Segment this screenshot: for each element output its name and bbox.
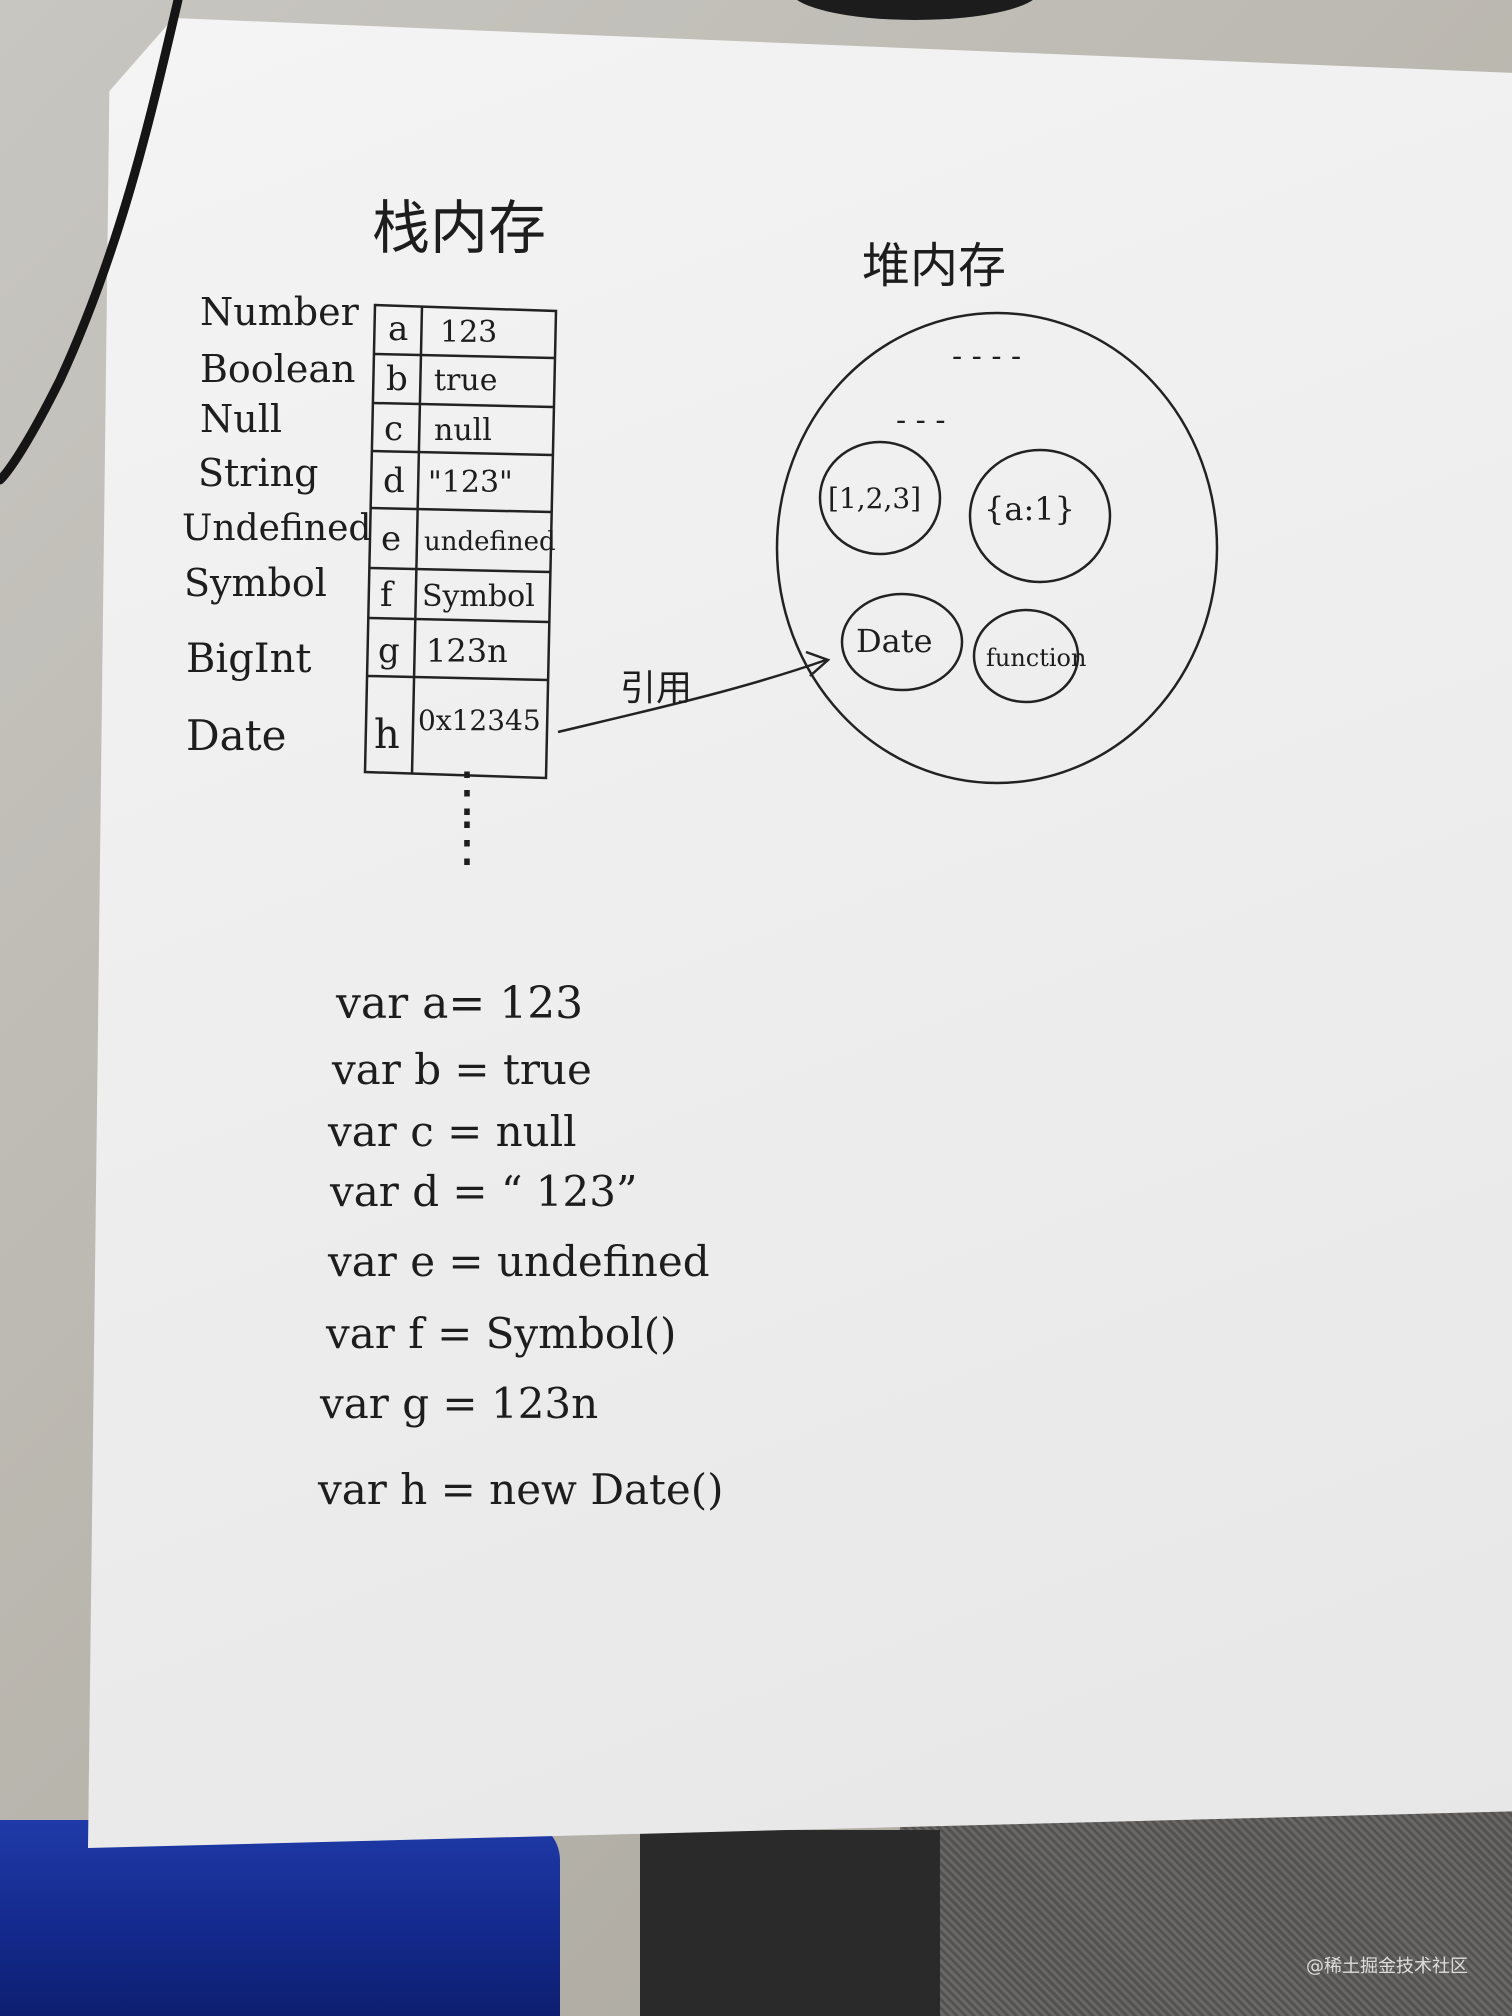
heap-object-label: function	[986, 644, 1086, 672]
heap-object-label: {a:1}	[984, 490, 1075, 528]
reference-arrow	[557, 658, 827, 734]
type-label: Boolean	[200, 347, 355, 391]
heap-object-circle	[840, 592, 964, 692]
value-cell: 0x12345	[418, 704, 541, 737]
type-label: Null	[200, 397, 282, 441]
heap-dots: - - - -	[952, 339, 1021, 374]
value-cell: undefined	[424, 527, 556, 557]
stack-type-labels: Number Boolean Null String Undefined Sym…	[182, 290, 371, 760]
var-cell: b	[386, 359, 408, 399]
dark-object-bottom	[640, 1830, 940, 2016]
type-label: Undefined	[182, 508, 371, 549]
code-line: var g = 123n	[319, 1379, 598, 1428]
value-cell: 123	[440, 315, 497, 350]
var-cell: e	[381, 519, 401, 559]
var-cell: a	[388, 309, 408, 349]
heap-circle	[775, 311, 1219, 785]
value-cell: 123n	[426, 632, 508, 670]
heap-objects	[818, 440, 1112, 704]
code-line: var h = new Date()	[317, 1465, 724, 1514]
heap-object-circle	[968, 448, 1112, 584]
reference-arrow-head	[805, 650, 831, 677]
code-line: var a= 123	[335, 978, 583, 1029]
heap-title: 堆内存	[862, 238, 1006, 294]
var-cell: d	[383, 461, 405, 501]
type-label: Number	[200, 290, 360, 334]
var-cell: h	[374, 712, 400, 758]
dark-object-top	[790, 0, 1040, 20]
var-cell: c	[384, 409, 403, 449]
heap-dots: - - -	[896, 403, 945, 438]
reference-label: 引用	[620, 668, 692, 709]
code-line: var c = null	[327, 1107, 577, 1156]
type-label: Date	[186, 711, 286, 760]
value-cell: Symbol	[422, 579, 535, 614]
value-cell: null	[434, 413, 492, 448]
heap-object-circle	[818, 440, 942, 556]
heap-object-label: Date	[856, 622, 933, 660]
code-line: var b = true	[331, 1045, 592, 1094]
code-line: var e = undefined	[327, 1237, 710, 1286]
watermark: @稀土掘金技术社区	[1306, 1956, 1468, 1977]
stack-title: 栈内存	[372, 194, 546, 262]
blue-cloth	[0, 1820, 560, 2016]
var-cell: f	[380, 575, 395, 615]
stack-var-names: a b c d e f g h	[374, 309, 408, 758]
code-block: var a= 123 var b = true var c = null var…	[317, 978, 724, 1514]
code-line: var f = Symbol()	[325, 1309, 676, 1358]
heap-object-circle	[972, 608, 1080, 704]
heap-object-label: [1,2,3]	[828, 482, 921, 515]
code-line: var d = “ 123”	[329, 1167, 637, 1216]
var-cell: g	[378, 631, 400, 671]
type-label: BigInt	[186, 636, 311, 682]
value-cell: true	[434, 363, 497, 398]
stack-values: 123 true null "123" undefined Symbol 123…	[418, 315, 556, 737]
type-label: Symbol	[184, 561, 327, 605]
type-label: String	[198, 451, 318, 495]
value-cell: "123"	[428, 465, 513, 500]
paper-sheet	[88, 18, 1512, 1848]
stack-continuation-dots: ⋮	[440, 810, 494, 873]
stack-continuation-dots: ⋮	[440, 760, 494, 823]
stack-table	[363, 303, 558, 780]
